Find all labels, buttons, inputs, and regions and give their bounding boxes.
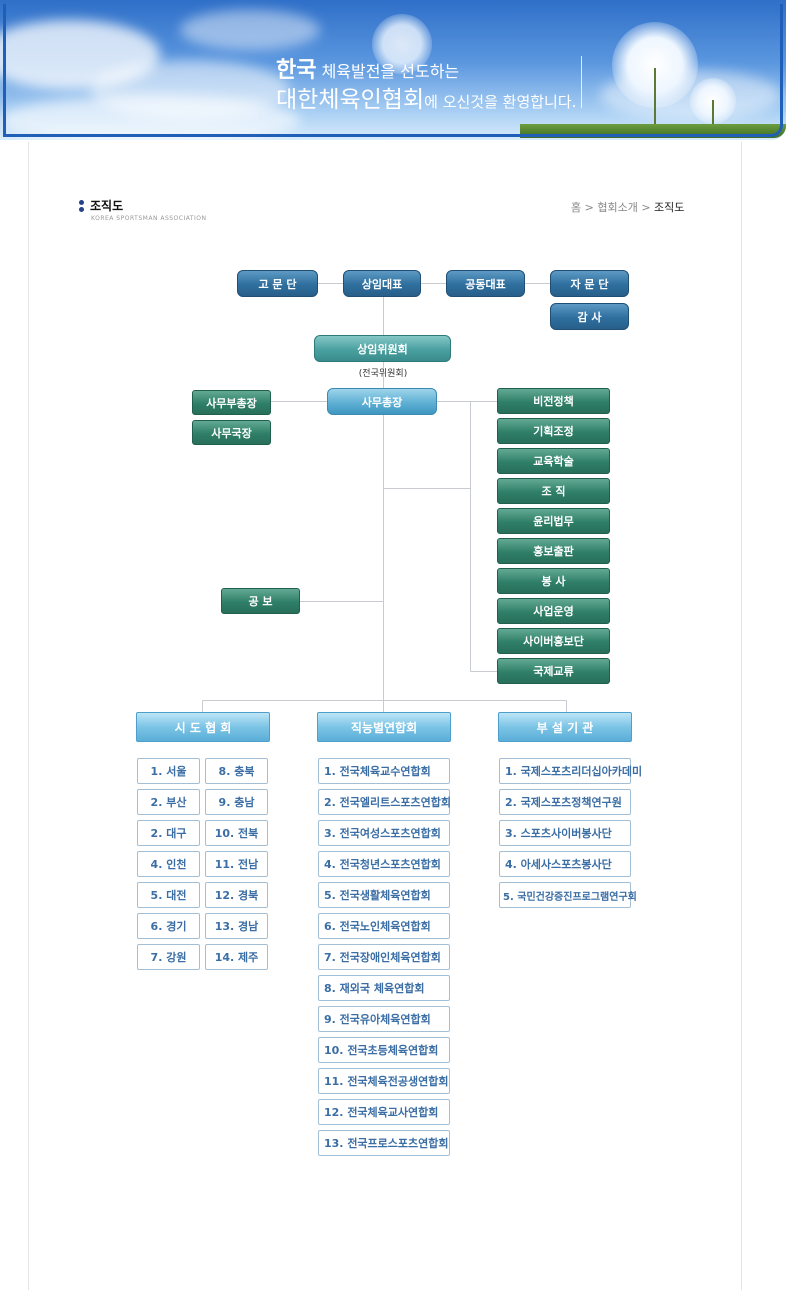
province-item[interactable]: 2. 부산	[137, 789, 200, 815]
page-subtitle: KOREA SPORTSMAN ASSOCIATION	[91, 215, 207, 222]
breadcrumb-current: 조직도	[654, 201, 685, 214]
committee-cyber-pr[interactable]: 사이버홍보단	[497, 628, 610, 654]
institution-item[interactable]: 1. 국제스포츠리더십아카데미	[499, 758, 642, 784]
page-title: 조직도	[90, 199, 124, 213]
content-border-right	[741, 142, 742, 1290]
content-border-left	[28, 142, 29, 1290]
dandelion-seed-icon	[372, 14, 432, 74]
committee-business[interactable]: 사업운영	[497, 598, 610, 624]
institution-item[interactable]: 4. 아세사스포츠봉사단	[499, 851, 631, 877]
province-item[interactable]: 11. 전남	[205, 851, 268, 877]
province-item[interactable]: 7. 강원	[137, 944, 200, 970]
co-representative-box[interactable]: 공동대표	[446, 270, 525, 297]
federation-item[interactable]: 13. 전국프로스포츠연합회	[318, 1130, 450, 1156]
committee-vision-policy[interactable]: 비전정책	[497, 388, 610, 414]
committee-service[interactable]: 봉 사	[497, 568, 610, 594]
title-bullet-icon	[79, 200, 84, 212]
header-banner: 한국 체육발전을 선도하는 대한체육인협회에 오신것을 환영합니다.	[0, 0, 786, 145]
province-item[interactable]: 4. 인천	[137, 851, 200, 877]
banner-line-2: 대한체육인협회에 오신것을 환영합니다.	[276, 87, 577, 113]
breadcrumb: 홈 > 협회소개 > 조직도	[571, 201, 685, 214]
committee-organization[interactable]: 조 직	[497, 478, 610, 504]
federation-item[interactable]: 5. 전국생활체육연합회	[318, 882, 450, 908]
federation-item[interactable]: 10. 전국초등체육연합회	[318, 1037, 450, 1063]
group-header-professional[interactable]: 직능별연합회	[317, 712, 451, 742]
public-relations-box[interactable]: 공 보	[221, 588, 300, 614]
province-item[interactable]: 12. 경북	[205, 882, 268, 908]
institution-item[interactable]: 5. 국민건강증진프로그램연구회	[499, 882, 637, 908]
federation-item[interactable]: 8. 재외국 체육연합회	[318, 975, 450, 1001]
committee-publicity[interactable]: 홍보출판	[497, 538, 610, 564]
committee-ethics-law[interactable]: 윤리법무	[497, 508, 610, 534]
office-director-box[interactable]: 사무국장	[192, 420, 271, 445]
province-item[interactable]: 8. 충북	[205, 758, 268, 784]
province-item[interactable]: 14. 제주	[205, 944, 268, 970]
group-header-affiliated[interactable]: 부 설 기 관	[498, 712, 632, 742]
deputy-secretary-box[interactable]: 사무부총장	[192, 390, 271, 415]
province-item[interactable]: 9. 충남	[205, 789, 268, 815]
federation-item[interactable]: 2. 전국엘리트스포츠연합회	[318, 789, 451, 815]
breadcrumb-home[interactable]: 홈	[571, 201, 582, 214]
federation-item[interactable]: 3. 전국여성스포츠연합회	[318, 820, 450, 846]
province-item[interactable]: 1. 서울	[137, 758, 200, 784]
advisors-box[interactable]: 고 문 단	[237, 270, 318, 297]
province-item[interactable]: 5. 대전	[137, 882, 200, 908]
federation-item[interactable]: 1. 전국체육교수연합회	[318, 758, 450, 784]
secretary-general-box[interactable]: 사무총장	[327, 388, 437, 415]
committee-education[interactable]: 교육학술	[497, 448, 610, 474]
federation-item[interactable]: 11. 전국체육전공생연합회	[318, 1068, 450, 1094]
institution-item[interactable]: 2. 국제스포츠정책연구원	[499, 789, 631, 815]
banner-line-1: 한국 체육발전을 선도하는	[276, 57, 460, 83]
federation-item[interactable]: 12. 전국체육교사연합회	[318, 1099, 450, 1125]
breadcrumb-section[interactable]: 협회소개	[597, 201, 638, 214]
consultants-box[interactable]: 자 문 단	[550, 270, 629, 297]
audit-box[interactable]: 감 사	[550, 303, 629, 330]
federation-item[interactable]: 6. 전국노인체육연합회	[318, 913, 450, 939]
group-header-provincial[interactable]: 시 도 협 회	[136, 712, 270, 742]
province-item[interactable]: 13. 경남	[205, 913, 268, 939]
committee-international[interactable]: 국제교류	[497, 658, 610, 684]
institution-item[interactable]: 3. 스포츠사이버봉사단	[499, 820, 631, 846]
province-item[interactable]: 2. 대구	[137, 820, 200, 846]
province-item[interactable]: 6. 경기	[137, 913, 200, 939]
committee-planning[interactable]: 기획조정	[497, 418, 610, 444]
federation-item[interactable]: 7. 전국장애인체육연합회	[318, 944, 450, 970]
federation-item[interactable]: 4. 전국청년스포츠연합회	[318, 851, 450, 877]
standing-committee-note: (전국위원회)	[358, 369, 408, 379]
federation-item[interactable]: 9. 전국유아체육연합회	[318, 1006, 450, 1032]
standing-committee-box[interactable]: 상임위원회	[314, 335, 451, 362]
standing-representative-box[interactable]: 상임대표	[343, 270, 421, 297]
province-item[interactable]: 10. 전북	[205, 820, 268, 846]
